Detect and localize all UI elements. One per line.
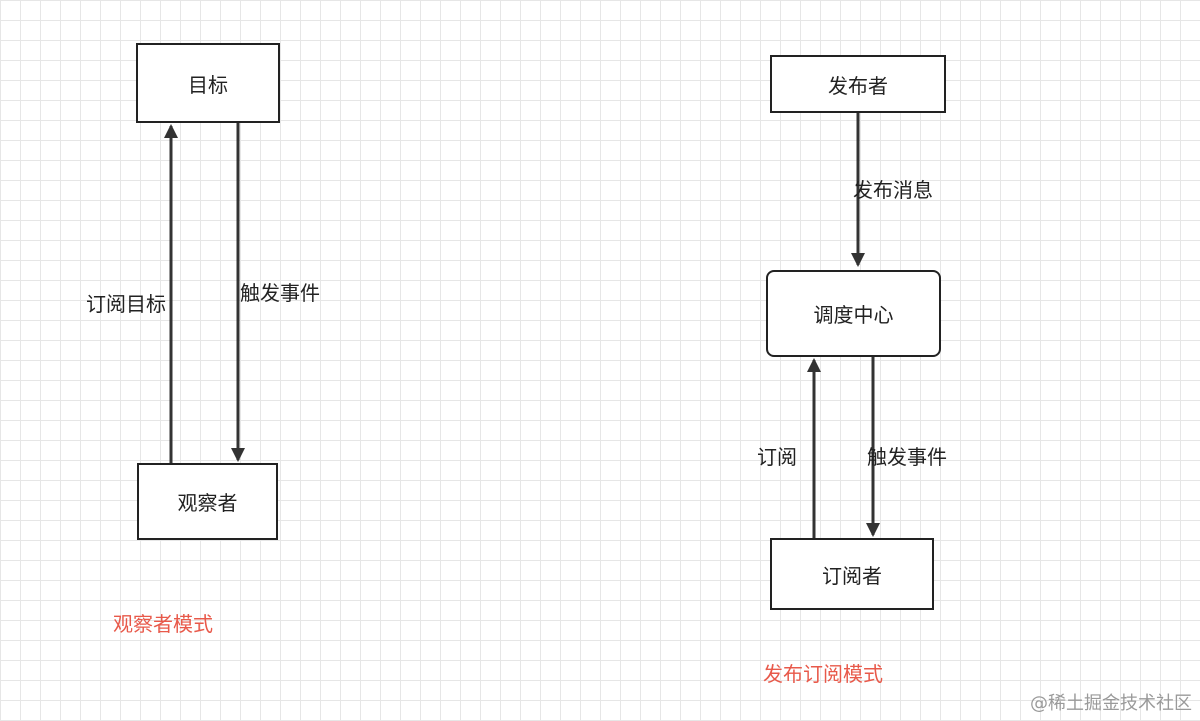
publisher-box: 发布者 bbox=[770, 55, 946, 113]
dispatcher-box: 调度中心 bbox=[766, 270, 941, 357]
subscribe-target-label: 订阅目标 bbox=[86, 292, 166, 316]
watermark: @稀土掘金技术社区 bbox=[1030, 693, 1192, 714]
pubsub-pattern-caption: 发布订阅模式 bbox=[763, 662, 883, 686]
publisher-label: 发布者 bbox=[828, 73, 888, 98]
subscriber-label: 订阅者 bbox=[822, 563, 882, 588]
observer-label: 观察者 bbox=[177, 491, 238, 515]
publish-message-label: 发布消息 bbox=[853, 178, 933, 202]
subscribe-label: 订阅 bbox=[757, 445, 797, 469]
subscriber-box: 订阅者 bbox=[770, 538, 934, 610]
observer-box: 观察者 bbox=[137, 463, 278, 540]
trigger-event-label: 触发事件 bbox=[240, 281, 320, 305]
dispatcher-label: 调度中心 bbox=[813, 303, 894, 327]
observer-pattern-caption: 观察者模式 bbox=[113, 612, 213, 636]
target-label: 目标 bbox=[188, 72, 228, 97]
pubsub-trigger-event-label: 触发事件 bbox=[867, 445, 947, 469]
target-box: 目标 bbox=[136, 43, 280, 123]
